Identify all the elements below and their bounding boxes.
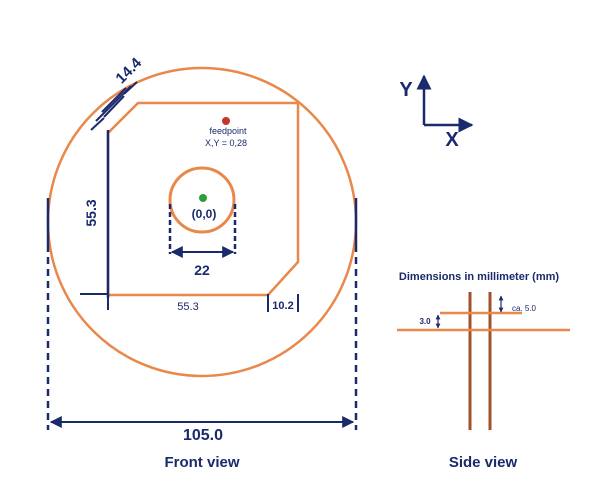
chamfer-dim-label: 14.4 [112,54,145,87]
front-view: feedpoint X,Y = 0,28 (0,0) 22 14.4 55.3 [46,54,358,471]
dimensions-note: Dimensions in millimeter (mm) [399,271,559,283]
notch-dimension: 10.2 [272,294,299,312]
side-view-caption: Side view [449,454,518,471]
outer-dim-label: 105.0 [183,427,223,444]
feedpoint-label: feedpoint [209,126,247,136]
height-dimension: 55.3 [83,130,110,298]
width-dim-label: 55.3 [177,301,198,313]
gap-dim-label: ca. 5.0 [512,304,537,313]
origin-label: (0,0) [192,207,217,221]
side-view: Dimensions in millimeter (mm) ca. 5.0 3.… [397,271,570,471]
feedpoint-coords: X,Y = 0,28 [205,138,247,148]
x-axis-label: X [445,129,459,151]
origin-marker [199,194,207,202]
height-dim-label: 55.3 [83,199,99,226]
ring-dimension: 22 [168,204,237,278]
offset-dim-label: 3.0 [419,317,431,326]
notch-dim-label: 10.2 [272,300,293,312]
feedpoint-marker [222,117,230,125]
inner-ring [168,166,236,234]
axes-indicator: Y X [399,74,474,151]
outer-dimension: 105.0 [46,198,358,444]
ring-dim-label: 22 [194,262,210,278]
width-dimension: 55.3 [80,293,269,313]
front-view-caption: Front view [164,454,239,471]
y-axis-label: Y [399,79,413,101]
